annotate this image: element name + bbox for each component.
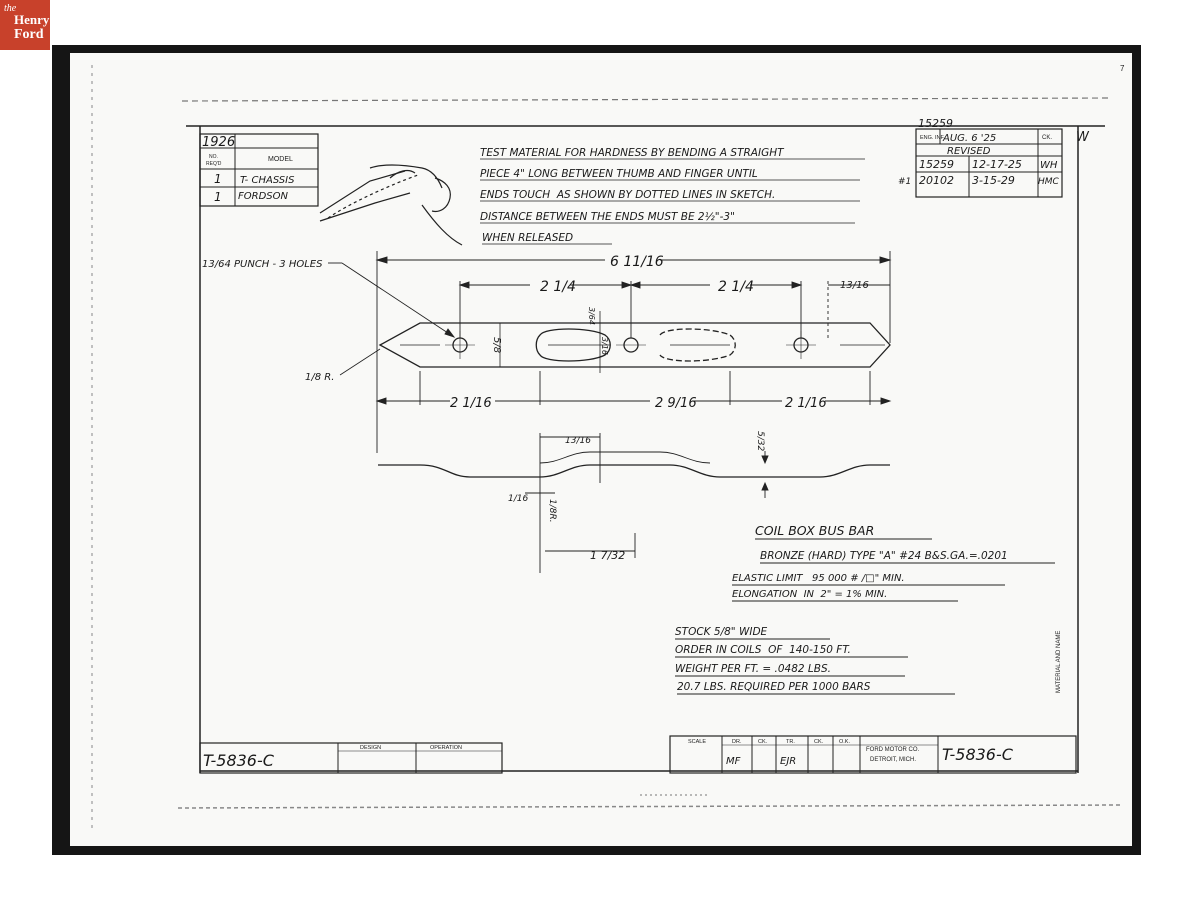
revised-label: REVISED xyxy=(947,146,991,157)
dim-bottom-middle: 2 9/16 xyxy=(655,396,697,411)
title-block-year: 1926 xyxy=(202,135,235,150)
footer-left: T-5836-C DESIGN OPERATION xyxy=(199,742,503,774)
revision-ck-label: CK. xyxy=(1042,135,1052,141)
part-weight: WEIGHT PER FT. = .0482 LBS. xyxy=(675,663,831,675)
part-name: COIL BOX BUS BAR xyxy=(755,523,874,538)
dim-bottom-1-7-32: 1 7/32 xyxy=(590,549,625,562)
ok-label: O.K. xyxy=(839,739,850,745)
note-line-3: ENDS TOUCH AS SHOWN BY DOTTED LINES IN S… xyxy=(480,189,775,201)
drawing-paper: 7 1926 NO. REQ'D MODEL 1 T- xyxy=(70,53,1132,846)
revision-1-number: 15259 xyxy=(919,158,954,171)
eng-inf-label: ENG. INF xyxy=(920,135,944,141)
company-line1: FORD MOTOR CO. xyxy=(866,747,920,753)
revision-marker: #1 xyxy=(898,177,911,187)
end-radius-leader xyxy=(339,348,381,376)
part-number-right: T-5836-C xyxy=(942,745,1014,764)
dim-side-13-16: 13/16 xyxy=(565,436,591,446)
ck-label: CK. xyxy=(758,739,768,745)
revision-1-date: 12-17-25 xyxy=(972,158,1022,171)
part-elongation: ELONGATION IN 2" = 1% MIN. xyxy=(732,589,887,600)
revision-block: 15259 W ENG. INF AUG. 6 '25 CK. REVISED … xyxy=(898,117,1090,198)
note-line-2: PIECE 4" LONG BETWEEN THUMB AND FINGER U… xyxy=(480,168,758,180)
part-stock: STOCK 5/8" WIDE xyxy=(675,626,768,638)
row1-no: 1 xyxy=(214,172,222,186)
part-number-left: T-5836-C xyxy=(203,751,275,770)
title-block-left: 1926 NO. REQ'D MODEL 1 T- CHASSIS 1 FORD… xyxy=(199,133,319,207)
logo-ford: Ford xyxy=(14,27,44,42)
note-line-1: TEST MATERIAL FOR HARDNESS BY BENDING A … xyxy=(480,147,785,159)
dim-slot-width: 3/64 xyxy=(587,307,596,325)
ck2-label: CK. xyxy=(814,739,824,745)
header-model: MODEL xyxy=(268,156,293,163)
hardness-test-note: TEST MATERIAL FOR HARDNESS BY BENDING A … xyxy=(480,147,865,245)
row2-no: 1 xyxy=(214,190,222,204)
dim-slot-depth: 3/16 xyxy=(600,337,609,355)
revision-1-ck: WH xyxy=(1040,160,1058,171)
tr-value: EJR xyxy=(780,756,796,767)
note-line-4: DISTANCE BETWEEN THE ENDS MUST BE 2½"-3" xyxy=(480,211,735,223)
part-specification: COIL BOX BUS BAR BRONZE (HARD) TYPE "A" … xyxy=(675,523,1055,695)
dim-end-right: 13/16 xyxy=(840,280,869,291)
bus-bar-plan-view xyxy=(378,311,891,373)
dim-hole-spacing-left: 2 1/4 xyxy=(540,279,576,295)
revision-date: AUG. 6 '25 xyxy=(942,133,996,144)
dimension-side xyxy=(525,433,769,573)
dr-label: DR. xyxy=(732,739,742,745)
henry-ford-logo: the Henry Ford xyxy=(0,0,50,50)
revision-2-ck: HMC xyxy=(1038,177,1060,187)
header-no: NO. xyxy=(209,154,218,160)
tr-label: TR. xyxy=(786,739,795,745)
dim-end-radius: 1/8 R. xyxy=(305,372,334,383)
logo-henry: Henry xyxy=(14,12,50,27)
sheet-edge-top xyxy=(181,97,1111,102)
note-line-5: WHEN RELEASED xyxy=(482,232,573,244)
dimension-bottom xyxy=(375,371,892,405)
dimension-hole-spacing xyxy=(458,281,890,338)
sheet-edge-bottom xyxy=(177,804,1121,809)
revision-top-number: 15259 xyxy=(918,117,953,130)
part-material: BRONZE (HARD) TYPE "A" #24 B&S.GA.=.0201 xyxy=(760,550,1008,562)
part-order: ORDER IN COILS OF 140-150 FT. xyxy=(675,644,851,656)
part-elastic-limit: ELASTIC LIMIT 95 000 # /□" MIN. xyxy=(732,573,905,584)
dim-small-1-16: 1/16 xyxy=(508,494,528,504)
punch-leader xyxy=(328,262,456,338)
engineering-drawing: 7 1926 NO. REQ'D MODEL 1 T- xyxy=(91,64,1125,833)
footer-right: SCALE DR. CK. TR. CK. O.K. MF EJR FORD M… xyxy=(669,735,1077,774)
corner-mark: 7 xyxy=(1120,64,1125,73)
scale-label: SCALE xyxy=(688,739,706,745)
part-required: 20.7 LBS. REQUIRED PER 1000 BARS xyxy=(677,681,871,693)
company-line2: DETROIT, MICH. xyxy=(870,757,916,763)
dim-thickness: 5/32 xyxy=(755,431,765,451)
hand-sketch xyxy=(319,164,463,246)
revision-letter: W xyxy=(1076,130,1090,145)
row1-model: T- CHASSIS xyxy=(240,175,295,186)
dimension-overall xyxy=(375,251,892,453)
dim-bar-width: 5/8 xyxy=(491,337,502,353)
material-and-name-label: MATERIAL AND NAME xyxy=(1056,631,1062,693)
operation-label: OPERATION xyxy=(430,745,462,751)
bus-bar-side-view xyxy=(378,451,890,478)
logo-the: the xyxy=(4,3,17,14)
revision-2-number: 20102 xyxy=(919,174,954,187)
punch-note: 13/64 PUNCH - 3 HOLES xyxy=(202,259,323,270)
dim-radius-small: 1/8R. xyxy=(547,499,557,523)
dim-bottom-left: 2 1/16 xyxy=(450,396,492,411)
dim-overall-label: 6 11/16 xyxy=(610,254,664,270)
dim-hole-spacing-right: 2 1/4 xyxy=(718,279,754,295)
design-label: DESIGN xyxy=(360,745,381,751)
header-reqd: REQ'D xyxy=(206,161,222,167)
dr-value: MF xyxy=(726,756,741,767)
scan-frame: 7 1926 NO. REQ'D MODEL 1 T- xyxy=(52,45,1141,855)
row2-model: FORDSON xyxy=(238,191,288,202)
dim-bottom-right: 2 1/16 xyxy=(785,396,827,411)
revision-2-date: 3-15-29 xyxy=(972,174,1015,187)
